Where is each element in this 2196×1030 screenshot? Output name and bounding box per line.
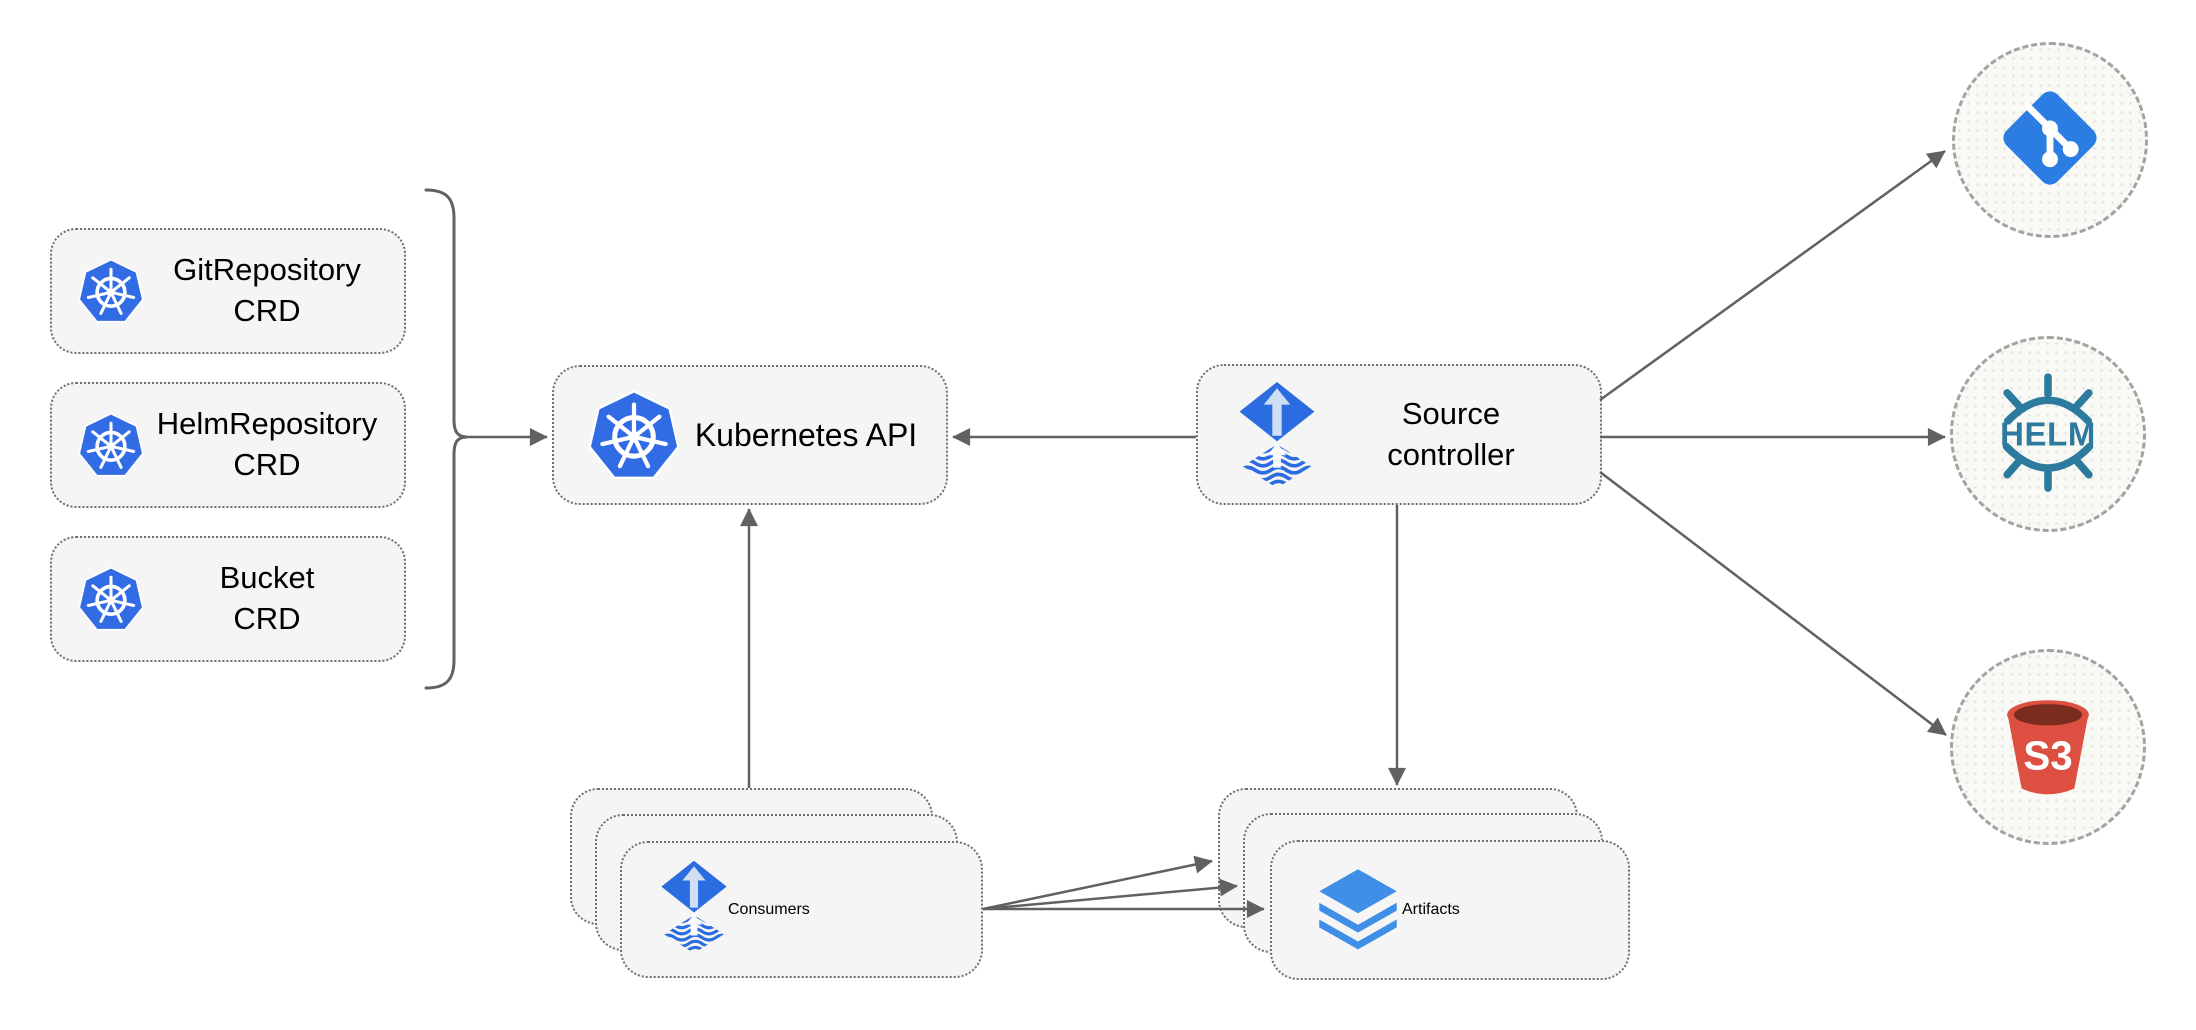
crd-group-bracket (424, 188, 468, 690)
helm-icon: HELM (1987, 371, 2109, 498)
helm-text: HELM (2000, 415, 2096, 452)
node-label: Kubernetes API (694, 416, 918, 453)
node-s3-source: S3 (1950, 649, 2146, 845)
node-kubernetes-api: Kubernetes API (552, 365, 948, 505)
kubernetes-icon (78, 566, 144, 632)
arrow-consumers-to-artifacts-1 (982, 855, 1213, 911)
node-consumers: Consumers (620, 841, 983, 978)
node-label: Consumers (728, 900, 810, 918)
kubernetes-icon (588, 389, 680, 481)
node-source-controller: Source controller (1196, 364, 1602, 505)
node-artifacts: Artifacts (1270, 840, 1630, 980)
layers-icon (1314, 864, 1402, 957)
arrow-consumers-to-artifacts-2 (982, 878, 1238, 911)
node-git-source (1952, 42, 2148, 238)
flux-icon (1238, 380, 1316, 490)
arrow-source-to-git (1599, 149, 1946, 402)
arrow-source-to-s3 (1599, 471, 1947, 736)
s3-bucket-icon: S3 (1992, 689, 2104, 806)
node-label: Artifacts (1402, 901, 1460, 918)
kubernetes-icon (78, 412, 144, 478)
git-icon (1997, 85, 2103, 196)
node-label: Source controller (1387, 395, 1515, 472)
node-helm-source: HELM (1950, 336, 2146, 532)
s3-text: S3 (2023, 732, 2072, 778)
kubernetes-icon (78, 258, 144, 324)
flux-icon (660, 859, 728, 960)
